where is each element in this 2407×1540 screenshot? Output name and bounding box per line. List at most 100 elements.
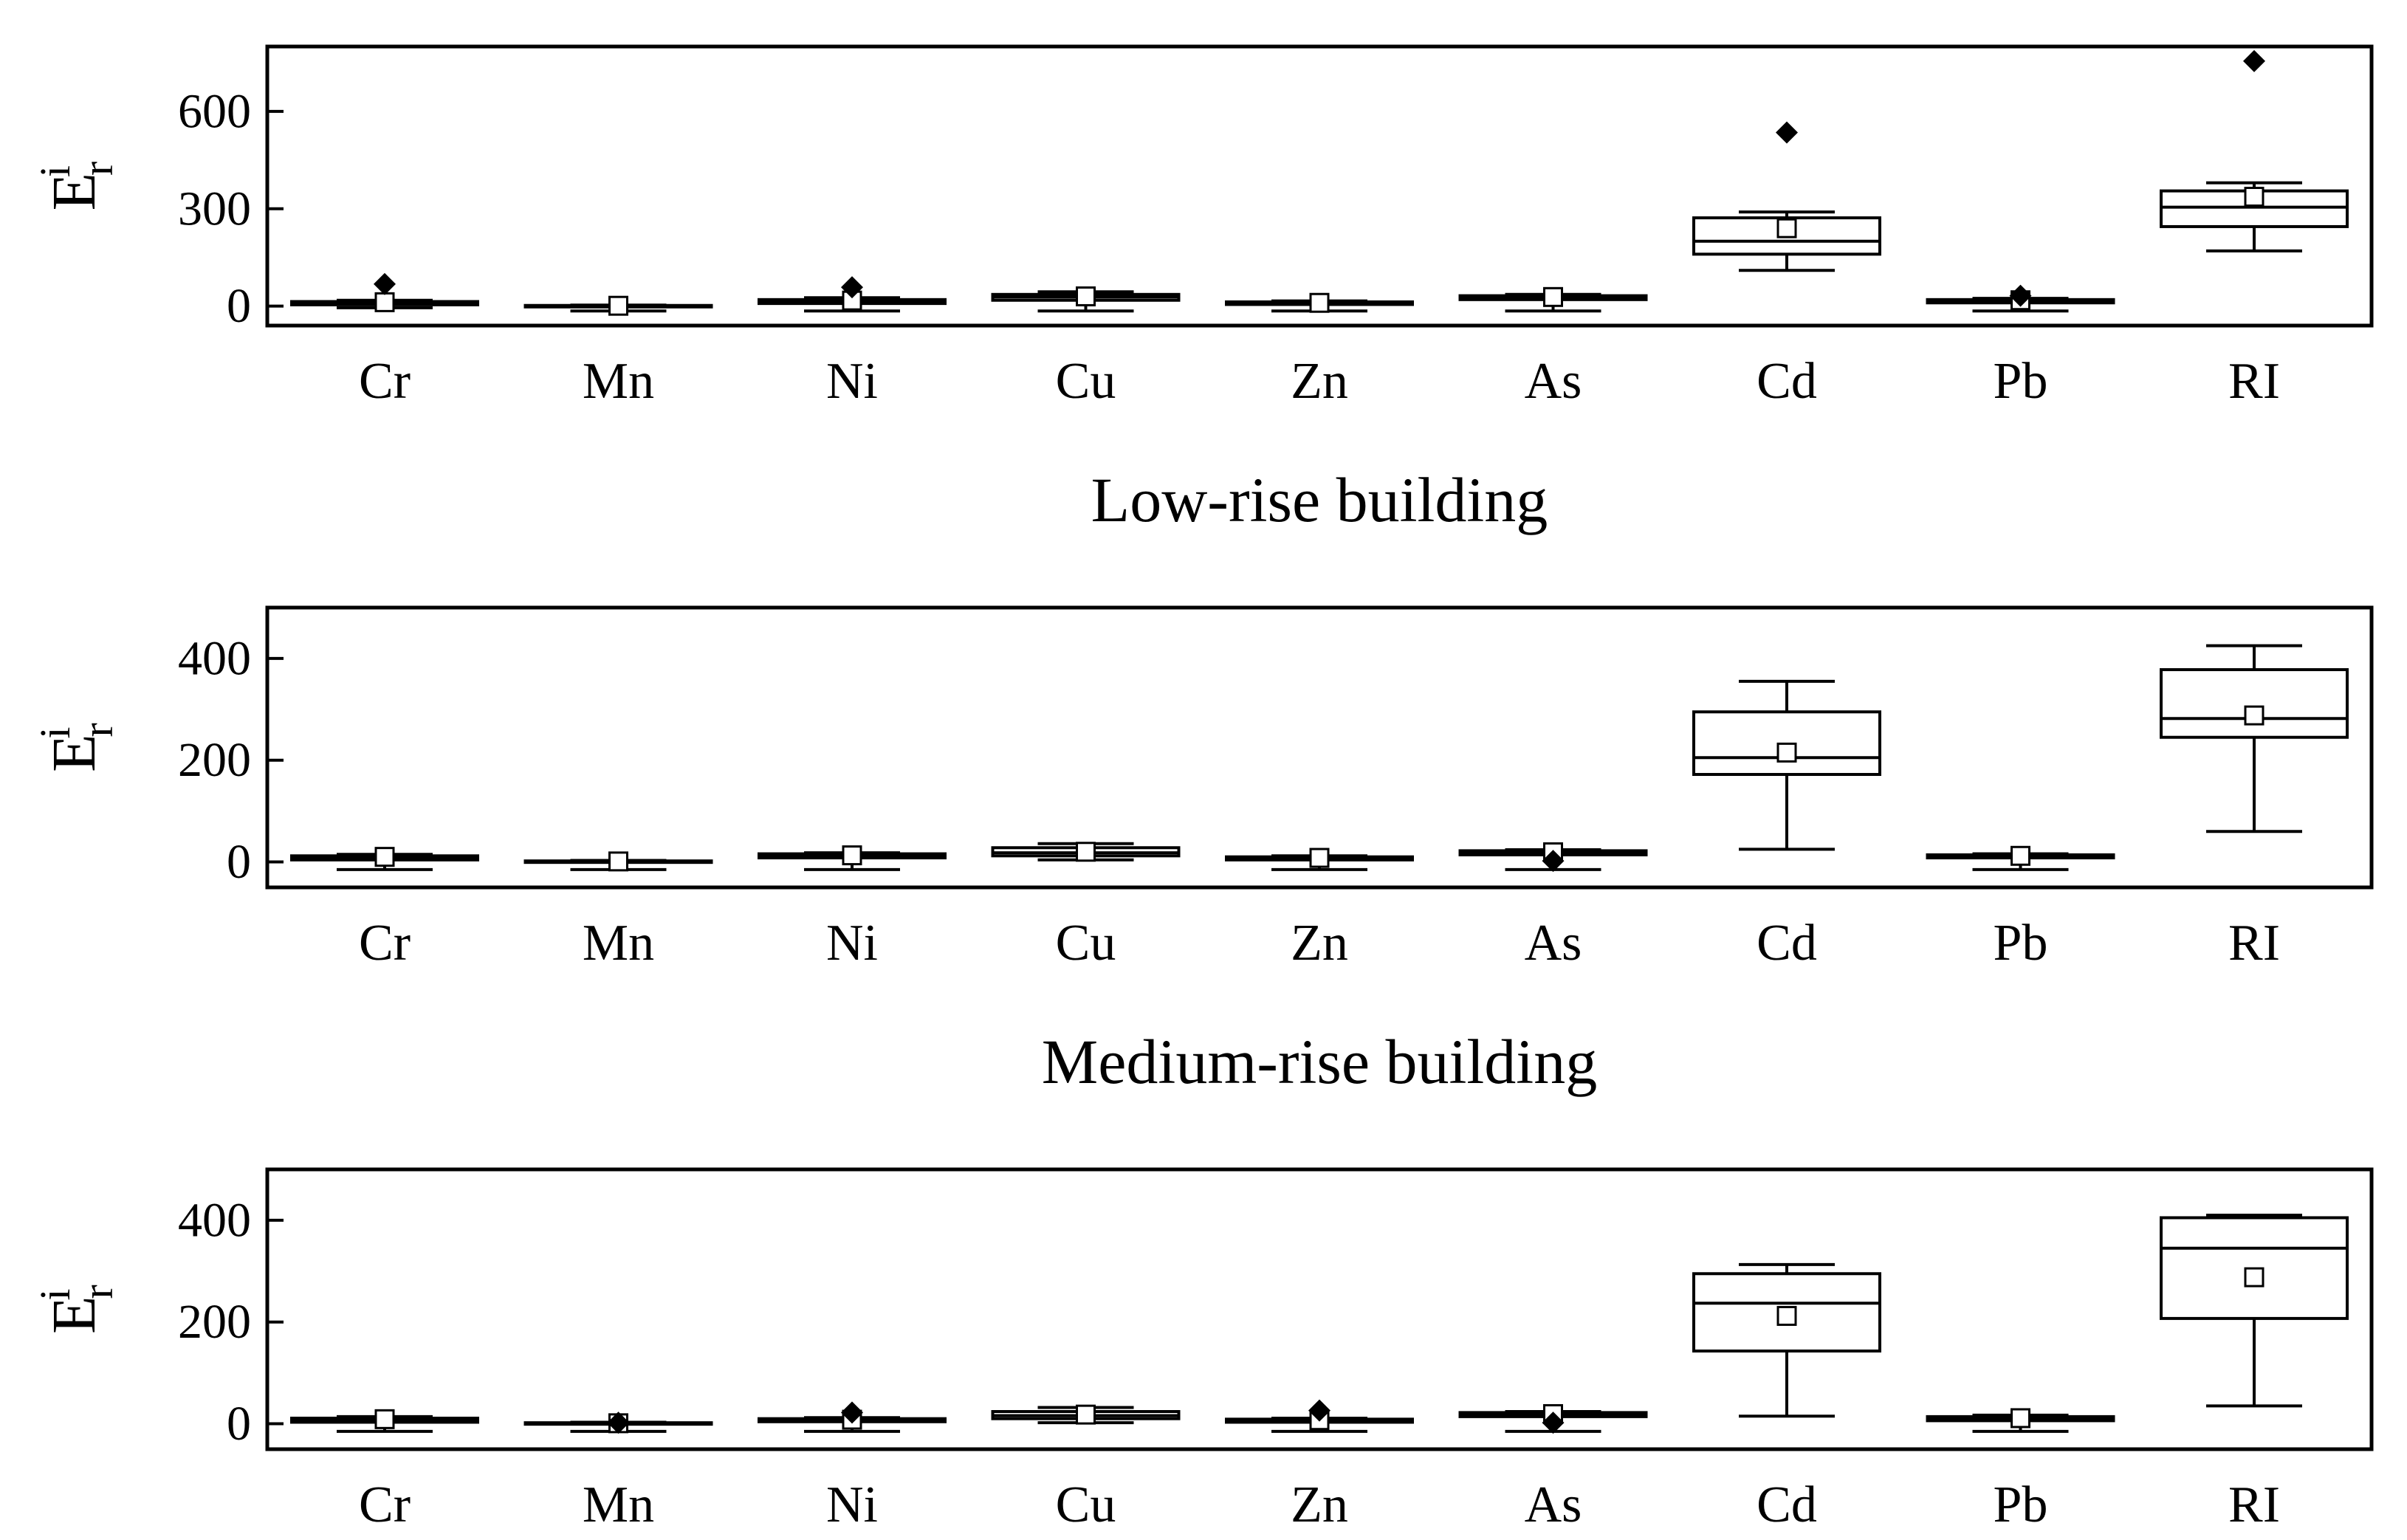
outlier-point <box>841 1401 863 1424</box>
category-label: As <box>1525 1477 1582 1533</box>
box-cd <box>1692 1262 1881 1418</box>
y-tick-label: 200 <box>178 733 251 787</box>
plot-frame <box>265 1167 2374 1451</box>
category-label: Zn <box>1291 353 1348 410</box>
category-label: Cd <box>1757 353 1817 410</box>
box-pb <box>1926 845 2115 871</box>
box-ri <box>2160 49 2349 252</box>
mean-marker <box>1309 292 1330 313</box>
category-label: As <box>1525 915 1582 972</box>
box-ni <box>758 276 947 313</box>
y-axis-label: Eir <box>31 162 122 211</box>
outlier-point <box>374 272 396 295</box>
plot-frame <box>265 605 2374 890</box>
box-as <box>1458 286 1648 313</box>
category-label: RI <box>2228 915 2280 972</box>
box-cr <box>290 1409 479 1433</box>
box-zn <box>1225 1399 1414 1433</box>
category-label: Cd <box>1757 1477 1817 1533</box>
category-label: Pb <box>1994 1477 2048 1533</box>
box-mn <box>523 1412 713 1434</box>
category-label: Cd <box>1757 915 1817 972</box>
box-ri <box>2160 644 2349 833</box>
box-ni <box>758 845 947 871</box>
y-axis-label: Eir <box>31 1285 122 1334</box>
mean-marker <box>1076 1404 1096 1425</box>
mean-marker <box>1076 842 1096 862</box>
y-axis-label-subscript: r <box>74 723 122 737</box>
plot-frame <box>265 44 2374 328</box>
outlier-point <box>607 1412 630 1434</box>
y-axis-label: Eir <box>31 723 122 772</box>
mean-marker <box>1076 286 1096 306</box>
outlier-point <box>2009 284 2032 307</box>
category-label: Zn <box>1291 1477 1348 1533</box>
box-zn <box>1225 292 1414 313</box>
y-tick-label: 300 <box>178 182 251 236</box>
box-body <box>2160 668 2349 739</box>
category-label: Cr <box>359 915 411 972</box>
box-cd <box>1692 121 1881 272</box>
category-label: Zn <box>1291 915 1348 972</box>
box-cr <box>290 847 479 871</box>
box-cu <box>991 1404 1181 1425</box>
mean-marker <box>2011 1408 2030 1429</box>
box-cr <box>290 272 479 312</box>
y-tick-label: 400 <box>178 631 251 685</box>
outlier-point <box>1308 1399 1330 1422</box>
category-label: As <box>1525 353 1582 410</box>
category-label: Ni <box>826 915 878 972</box>
mean-marker <box>374 1409 395 1429</box>
panel-title: Low-rise building <box>1091 464 1548 535</box>
category-label: RI <box>2228 353 2280 410</box>
category-label: Cu <box>1056 915 1116 972</box>
category-label: Cr <box>359 353 411 410</box>
mean-marker <box>1776 1305 1797 1326</box>
box-cd <box>1692 679 1881 851</box>
category-label: Cu <box>1056 353 1116 410</box>
y-axis-label-subscript: r <box>74 162 122 176</box>
mean-marker <box>1776 218 1797 238</box>
category-label: Mn <box>583 1477 654 1533</box>
mean-marker <box>374 847 395 867</box>
mean-marker <box>2011 845 2030 866</box>
category-label: Cr <box>359 1477 411 1533</box>
y-tick-label: 0 <box>227 1397 251 1451</box>
y-axis-label-superscript: i <box>31 726 79 738</box>
category-label: Mn <box>583 915 654 972</box>
mean-marker <box>2244 1267 2264 1288</box>
mean-marker <box>2244 187 2264 207</box>
box-mn <box>523 295 713 316</box>
y-axis-label-subscript: r <box>74 1285 122 1299</box>
y-tick-label: 0 <box>227 835 251 889</box>
box-cu <box>991 842 1181 862</box>
category-label: Pb <box>1994 353 2048 410</box>
outlier-point <box>1776 121 1798 144</box>
outlier-point <box>1542 1412 1565 1434</box>
box-ni <box>758 1401 947 1433</box>
category-label: Ni <box>826 353 878 410</box>
y-tick-label: 0 <box>227 279 251 333</box>
y-axis-label-base: E <box>40 1296 109 1334</box>
box-ri <box>2160 1214 2349 1408</box>
box-pb <box>1926 284 2115 313</box>
mean-marker <box>1309 848 1330 868</box>
box-as <box>1458 1403 1648 1434</box>
outlier-point <box>2243 49 2265 72</box>
mean-marker <box>608 851 628 872</box>
box-as <box>1458 842 1648 873</box>
mean-marker <box>374 292 395 312</box>
category-label: RI <box>2228 1477 2280 1533</box>
mean-marker <box>1776 742 1797 763</box>
panel-title: Medium-rise building <box>1042 1026 1597 1097</box>
y-axis-label-superscript: i <box>31 1288 79 1300</box>
y-axis-label-base: E <box>40 735 109 772</box>
mean-marker <box>842 845 862 866</box>
category-label: Ni <box>826 1477 878 1533</box>
box-zn <box>1225 848 1414 871</box>
category-label: Pb <box>1994 915 2048 972</box>
